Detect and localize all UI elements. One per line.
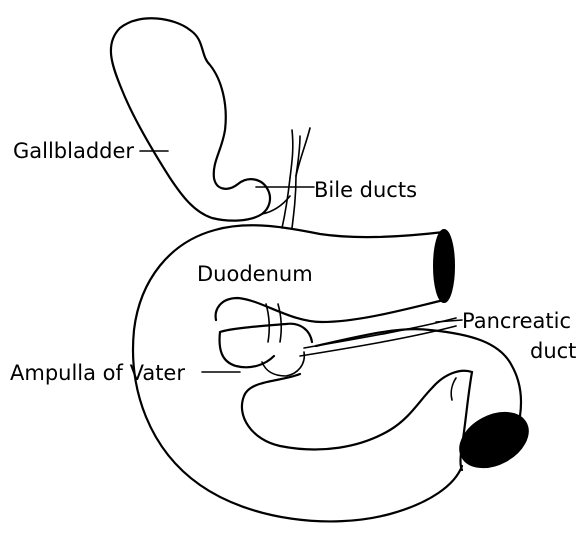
pancreas-tail-fold [451,378,456,400]
label-pancreatic-duct-line2: duct [530,339,576,363]
bile-duct-upper-branch [296,128,310,176]
duodenum-cut-end [434,230,454,302]
label-bile-ducts: Bile ducts [314,178,417,202]
pancreatic-duct-leader [436,320,462,322]
label-pancreatic-duct-line1: Pancreatic [462,309,571,333]
label-gallbladder: Gallbladder [13,139,134,163]
pancreas-tail-cut-end [451,402,537,478]
label-duodenum: Duodenum [197,262,313,286]
label-ampulla-of-vater: Ampulla of Vater [10,361,185,385]
duodenum-inner-outline [216,298,444,322]
pancreas-body-outline [242,371,472,450]
pancreas-head-outline [220,324,312,368]
bile-duct-left-branch [290,130,293,178]
pancreas-lobe-lower [262,352,304,376]
gallbladder-outline [111,18,270,220]
